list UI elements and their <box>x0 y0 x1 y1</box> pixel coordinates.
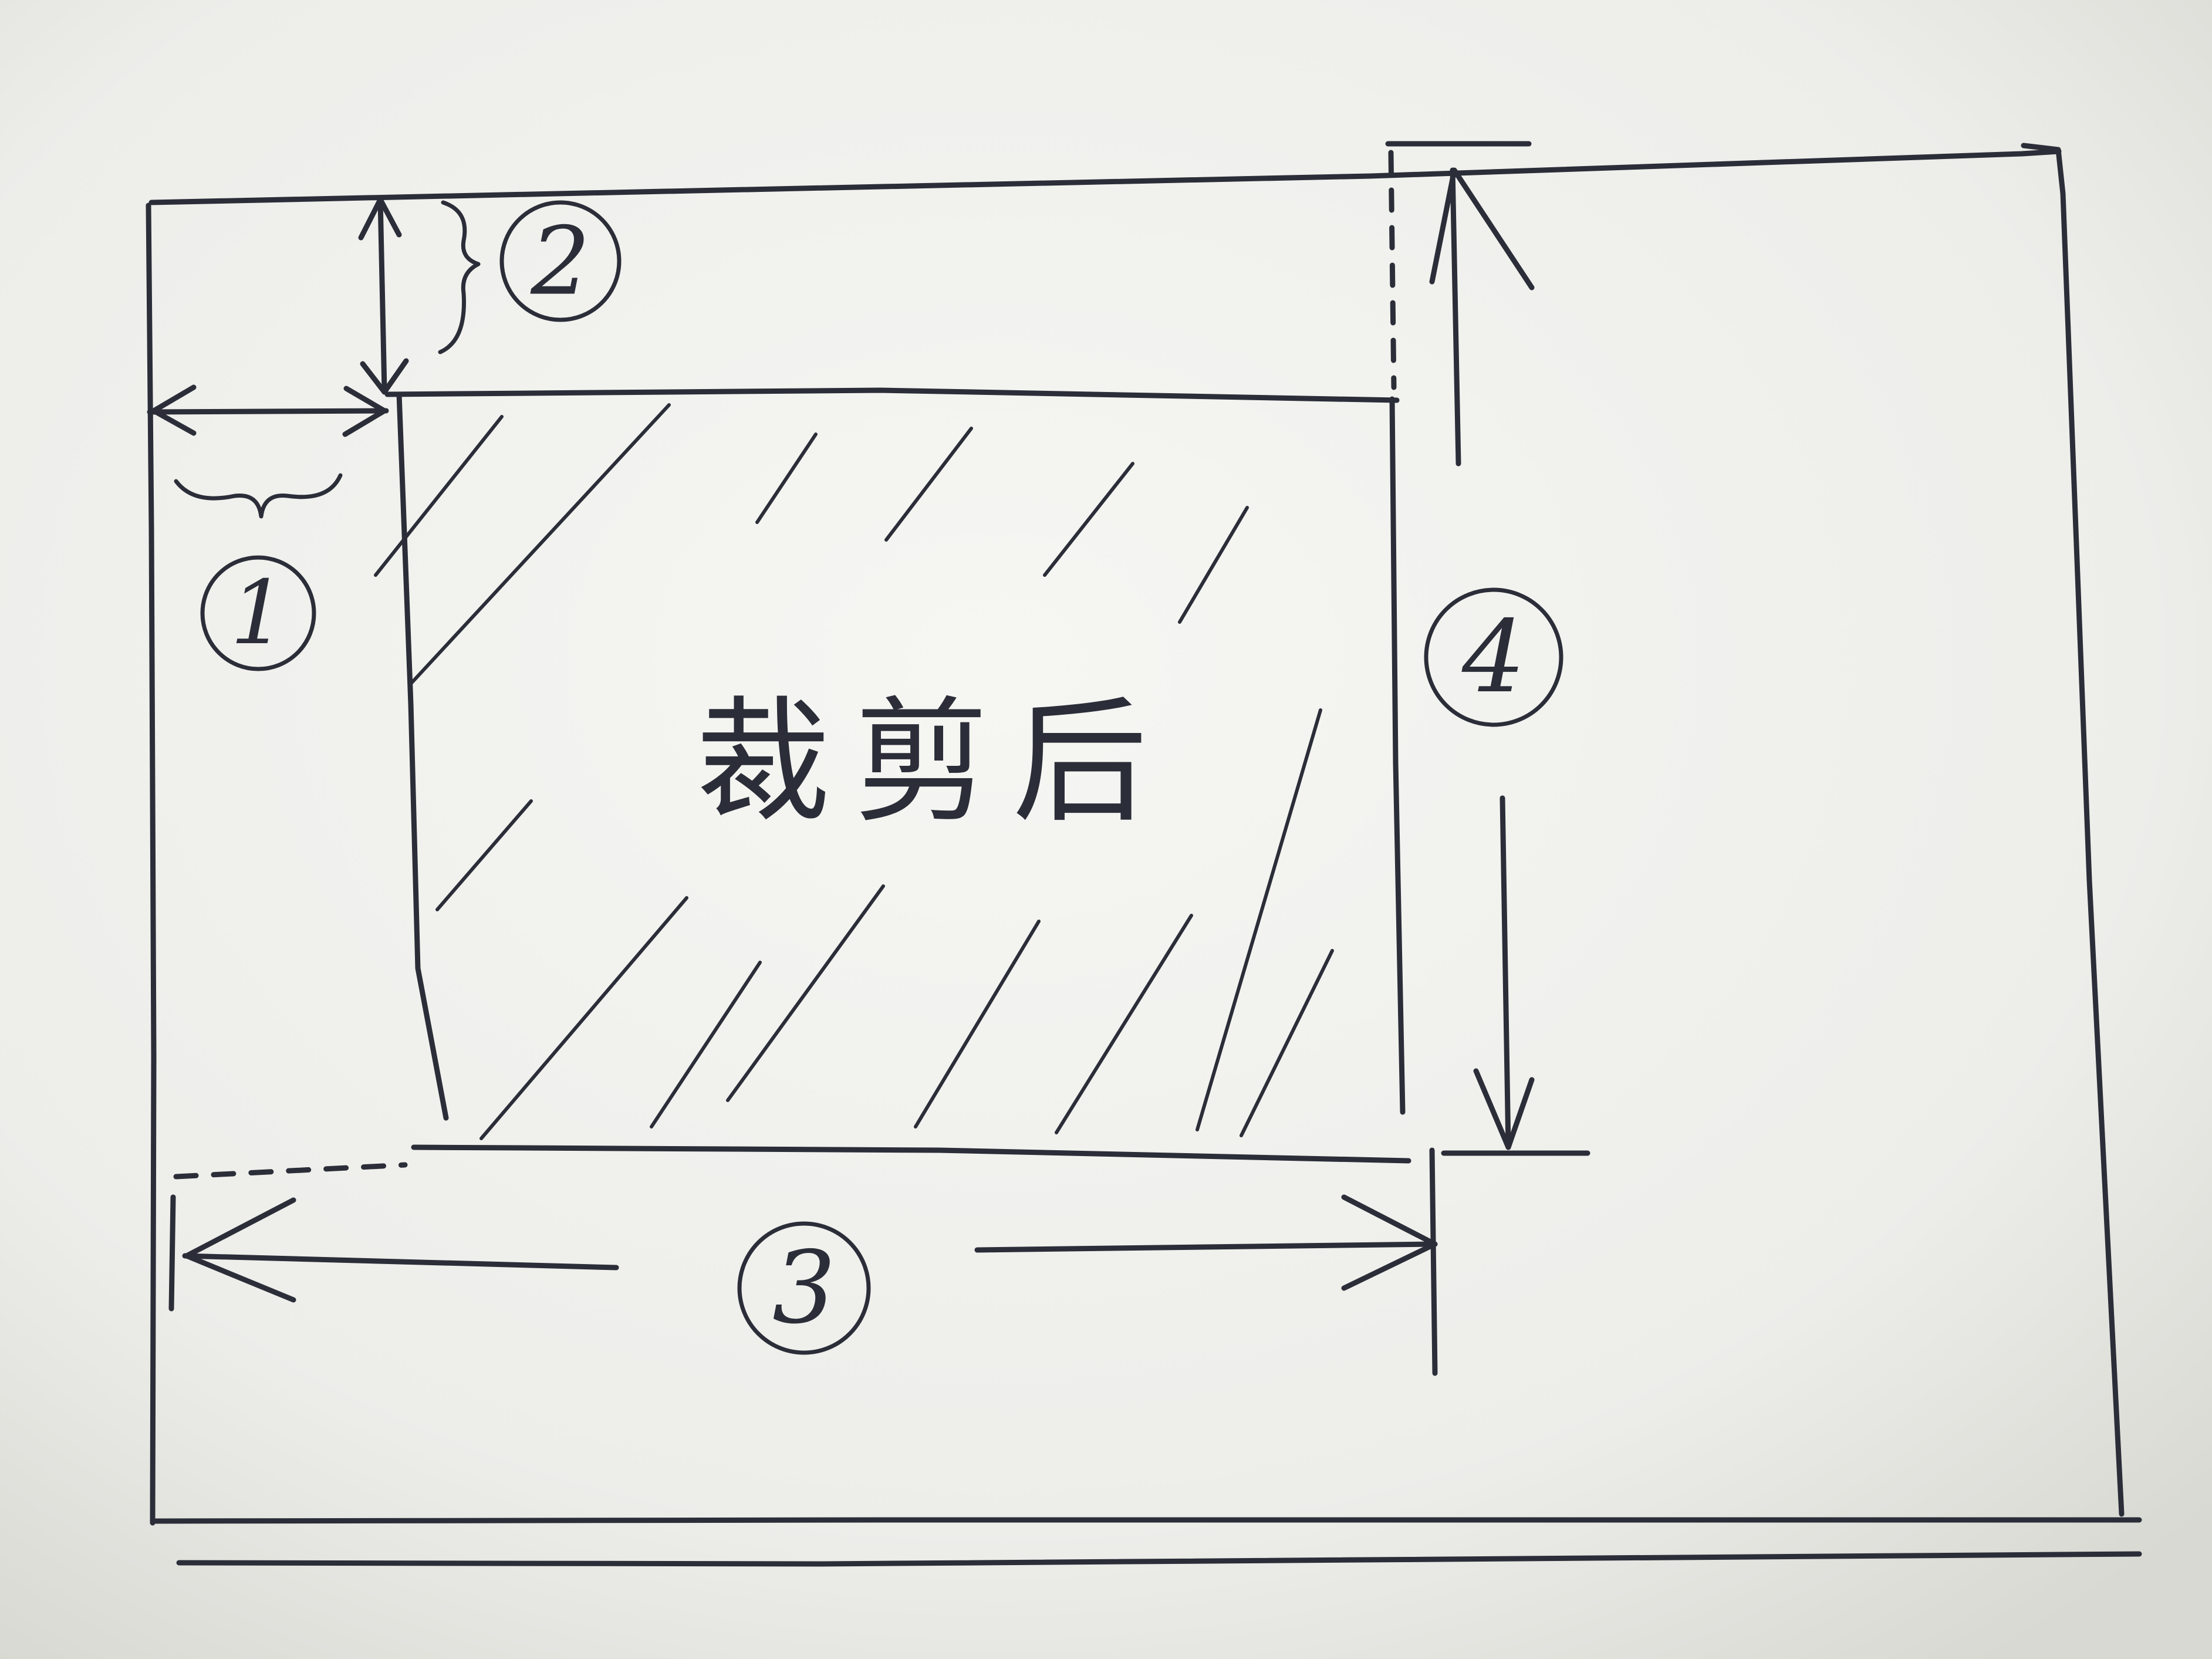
top-offset-marker-circle <box>499 200 622 322</box>
width-indicator: 3 <box>168 1147 1438 1376</box>
frame-top-edge <box>148 148 2062 205</box>
width-left-tick <box>168 1194 176 1312</box>
original-image-frame <box>146 143 2142 1567</box>
crop-bottom-edge <box>411 1144 1411 1164</box>
top-offset-marker-label: 2 <box>530 207 590 316</box>
width-arrow-left-segment <box>182 1253 619 1271</box>
top-offset-arrow-line <box>377 197 387 393</box>
left-offset-arrowhead-right <box>342 386 387 437</box>
height-arrow-upper-segment <box>1450 167 1461 467</box>
height-marker-label: 4 <box>1461 599 1525 715</box>
left-offset-arrowhead-left <box>151 384 197 436</box>
frame-left-edge <box>146 202 157 1526</box>
top-offset-arrowhead-up <box>358 197 402 241</box>
crop-label: 裁剪后 <box>695 685 1171 842</box>
frame-bottom-edge <box>151 1517 2142 1524</box>
left-offset-indicator: 1 <box>147 384 389 671</box>
top-offset-brace <box>438 200 481 354</box>
height-arrowhead-down <box>1473 1068 1535 1150</box>
height-indicator: 4 <box>1385 141 1590 1156</box>
left-offset-brace <box>174 473 343 519</box>
height-arrowhead-up <box>1429 167 1535 290</box>
width-right-tick <box>1429 1147 1438 1376</box>
width-arrowhead-right <box>1341 1194 1438 1291</box>
top-offset-indicator: 2 <box>358 197 622 395</box>
height-dashed-guide <box>1388 150 1397 390</box>
left-offset-arrow-line <box>147 408 389 415</box>
crop-hatching <box>374 403 1334 1140</box>
width-dashed-guide <box>173 1162 408 1180</box>
top-offset-arrowhead-down <box>360 358 409 395</box>
width-arrowhead-left <box>184 1197 296 1303</box>
cropped-region <box>384 387 1411 1164</box>
width-marker-label: 3 <box>772 1230 836 1346</box>
left-offset-marker-circle <box>200 555 316 671</box>
left-offset-marker-label: 1 <box>230 562 286 664</box>
width-arrow-right-segment <box>974 1241 1438 1253</box>
crop-right-edge <box>1389 396 1406 1115</box>
frame-right-edge <box>2021 143 2125 1517</box>
frame-bottom-shadow <box>176 1551 2142 1567</box>
crop-top-edge <box>384 387 1400 403</box>
crop-left-edge <box>396 391 449 1121</box>
height-marker-circle <box>1424 587 1563 727</box>
height-arrow-lower-segment <box>1500 795 1511 1150</box>
width-marker-circle <box>737 1221 871 1355</box>
